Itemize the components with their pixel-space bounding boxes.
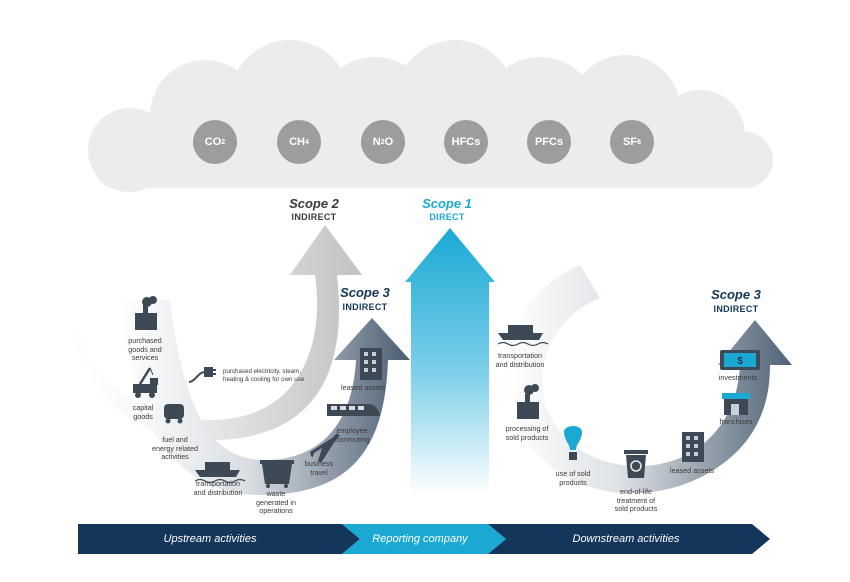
plug-icon [188, 367, 216, 383]
building-downstream-icon [682, 432, 704, 462]
downstream-bar [488, 524, 770, 554]
label-waste: waste generated in operations [256, 489, 296, 516]
label-transport-upstream: transportation and distribution [193, 479, 243, 497]
emissions-cloud [88, 40, 773, 192]
label-capital-goods: capital goods [132, 403, 154, 421]
storefront-icon [722, 393, 750, 415]
scope3-upstream-subtitle: INDIRECT [342, 302, 388, 312]
scope3-upstream-title: Scope 3 [340, 285, 390, 300]
ship-downstream-icon [497, 325, 549, 347]
reporting-bar [342, 524, 506, 554]
money-icon: $ [720, 350, 760, 370]
label-purchased-electricity: purchased electricity, steam, heating & … [223, 368, 305, 383]
bar-downstream-label: Downstream activities [572, 533, 680, 545]
label-employee-commuting: employee commuting [334, 426, 370, 444]
gas-hfcs: HFCs [444, 120, 488, 164]
gas-pfcs: PFCs [527, 120, 571, 164]
waste-container-icon [260, 460, 294, 488]
fuel-tanker-icon [164, 404, 184, 424]
scope3-downstream-title: Scope 3 [711, 287, 761, 302]
label-processing: processing of sold products [505, 424, 549, 442]
label-leased-assets-downstream: leased assets [670, 466, 714, 475]
label-use-sold-products: use of sold products [555, 469, 591, 487]
label-investments: investments [718, 373, 758, 382]
scope3-downstream-arrow [507, 265, 792, 494]
scope1-arrow [405, 228, 495, 495]
label-transport-downstream: transportation and distribution [495, 351, 545, 369]
scope2-arrow [65, 195, 363, 440]
scope3-upstream-arrow [120, 300, 410, 495]
label-franchises: franchises [719, 417, 753, 426]
recycle-bin-icon [624, 450, 648, 478]
upstream-bar [78, 524, 360, 554]
scope1-subtitle: DIRECT [429, 212, 465, 222]
building-icon [360, 348, 382, 380]
label-business-travel: business travel [304, 459, 334, 477]
bar-upstream-label: Upstream activities [163, 533, 257, 545]
label-purchased-goods: purchased goods and services [128, 336, 162, 363]
bar-reporting-label: Reporting company [372, 533, 468, 545]
factory-icon [135, 296, 157, 330]
ship-icon [194, 462, 246, 484]
label-leased-assets-upstream: leased assets [341, 383, 385, 392]
scope2-subtitle: INDIRECT [291, 212, 337, 222]
crane-truck-icon [133, 367, 158, 398]
scope3-downstream-subtitle: INDIRECT [713, 304, 759, 314]
label-end-of-life: end-of-life treatment of sold products [614, 487, 658, 514]
lightbulb-icon [564, 426, 582, 460]
factory-downstream-icon [517, 384, 539, 419]
train-icon [327, 404, 380, 416]
scope2-title: Scope 2 [289, 196, 339, 211]
svg-text:$: $ [737, 356, 743, 367]
scope1-title: Scope 1 [422, 196, 472, 211]
airplane-icon [310, 433, 340, 463]
label-fuel-energy: fuel and energy related activities [152, 435, 198, 462]
